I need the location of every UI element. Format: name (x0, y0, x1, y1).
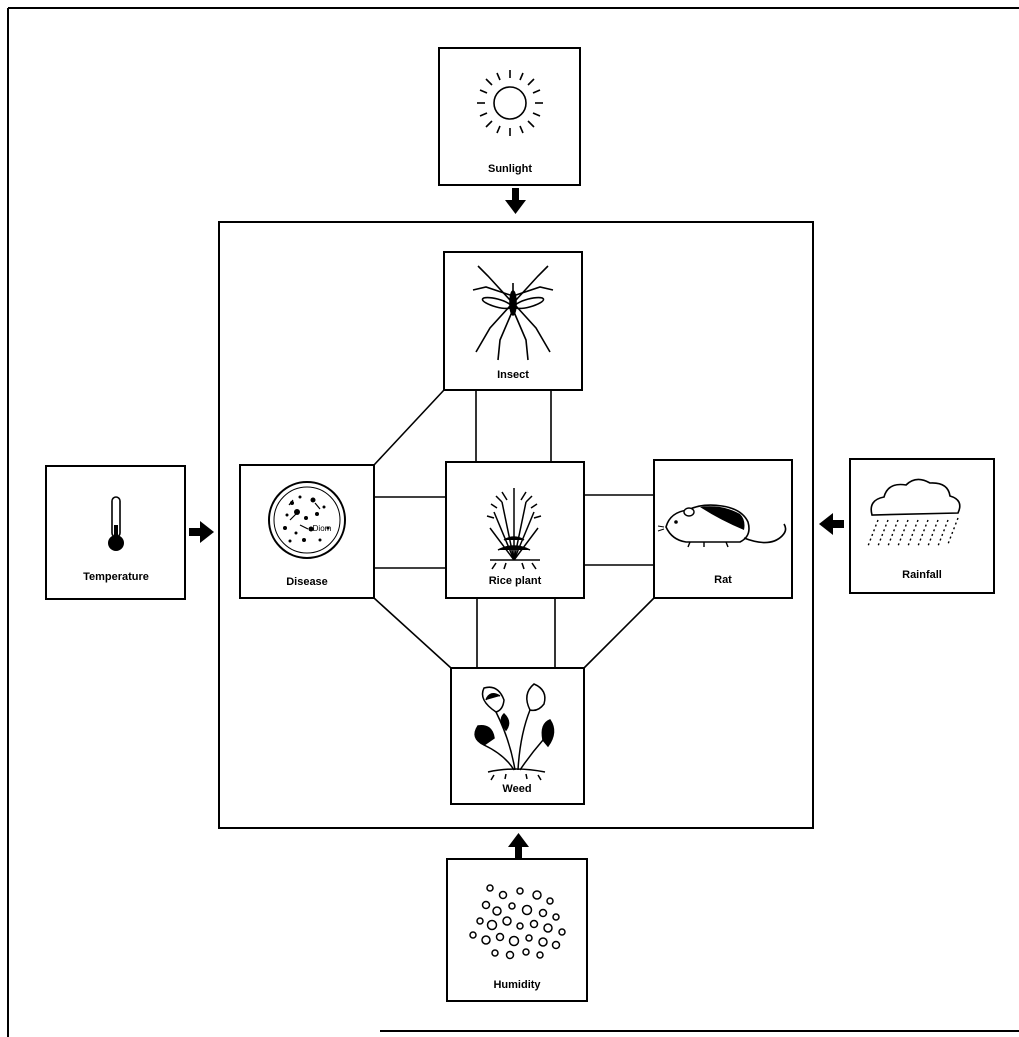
disease-icon-text: Diom (313, 524, 332, 533)
connector-weed-rat (584, 598, 654, 668)
arrow-sunlight-down (505, 188, 526, 214)
node-temperature: Temperature (46, 466, 185, 599)
connector-disease-weed (374, 598, 451, 668)
label-temperature: Temperature (83, 571, 149, 583)
arrow-temperature-right (189, 521, 214, 543)
label-humidity: Humidity (493, 979, 541, 991)
label-disease: Disease (286, 576, 328, 588)
label-weed: Weed (502, 783, 531, 795)
node-disease: Diom Disease (240, 465, 374, 598)
connector-insect-disease (374, 390, 444, 465)
node-humidity: Humidity (447, 859, 587, 1001)
arrow-humidity-up (508, 833, 529, 858)
label-rice-plant: Rice plant (489, 575, 542, 587)
label-insect: Insect (497, 369, 529, 381)
microbe-dish-icon: Diom (269, 482, 345, 558)
label-rainfall: Rainfall (902, 569, 942, 581)
node-rat: Rat (654, 460, 792, 598)
arrow-rainfall-left (819, 513, 844, 535)
label-sunlight: Sunlight (488, 163, 532, 175)
node-sunlight: Sunlight (439, 48, 580, 185)
label-rat: Rat (714, 574, 732, 586)
node-weed: Weed (451, 668, 584, 804)
node-rice-plant: Rice plant (446, 462, 584, 598)
node-insect: Insect (444, 252, 582, 390)
node-rainfall: Rainfall (850, 459, 994, 593)
